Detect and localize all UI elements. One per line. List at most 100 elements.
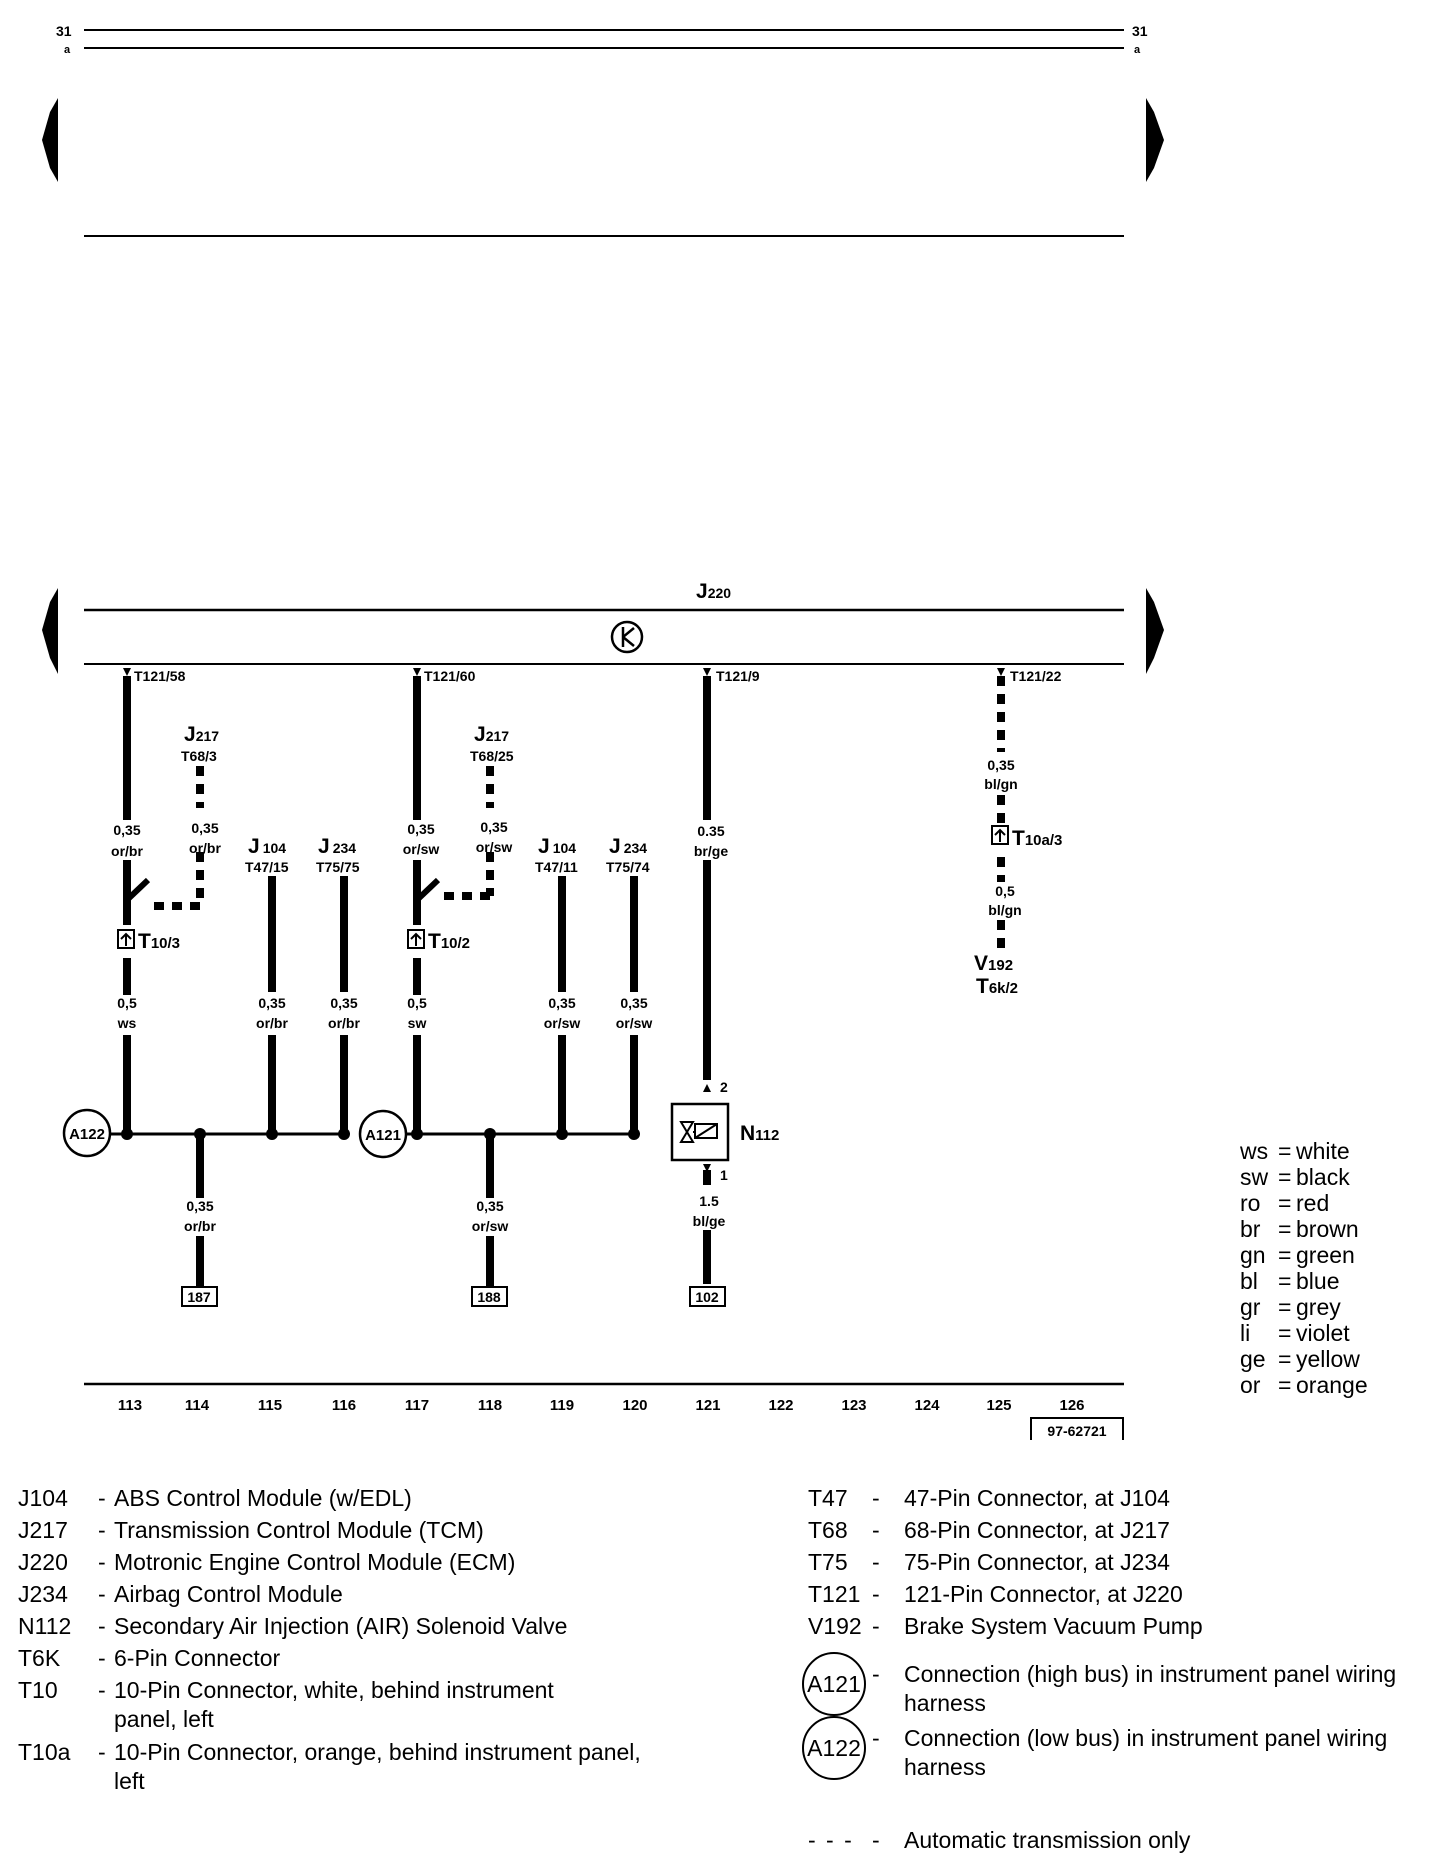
wire-color: or/br xyxy=(189,840,221,856)
v192-label: V192 xyxy=(974,952,1013,975)
axis-tick: 117 xyxy=(405,1397,429,1414)
top-bus: 31 a 31 a xyxy=(56,23,1148,237)
t10-2-label: T10/2 xyxy=(428,930,470,953)
wire-color: ws xyxy=(117,1015,137,1031)
wire-color: bl/gn xyxy=(988,902,1021,918)
n112-pin-bottom: 1 xyxy=(720,1167,728,1183)
wire-color: or/br xyxy=(111,843,143,859)
axis-tick: 123 xyxy=(841,1397,866,1414)
splice-a121: A121 xyxy=(358,1109,417,1159)
wire-color: or/br xyxy=(328,1015,360,1031)
axis-tick: 115 xyxy=(258,1397,282,1414)
next-page-arrow-bottom[interactable] xyxy=(1146,588,1164,674)
wire-size: 0,35 xyxy=(113,822,140,838)
t6k2-label: T6k/2 xyxy=(976,975,1018,998)
pin-label: T121/22 xyxy=(1010,668,1062,684)
pin-label: T121/60 xyxy=(424,668,476,684)
wire-size: 0,35 xyxy=(987,757,1014,773)
prev-page-arrow-top[interactable] xyxy=(42,98,58,182)
j217-label: J217 xyxy=(474,723,509,746)
bus-label-a-left: a xyxy=(64,44,71,56)
j217-pin: T68/25 xyxy=(470,748,514,764)
wire-color: or/sw xyxy=(544,1015,581,1031)
a122-circle-icon: A122 xyxy=(802,1716,866,1780)
wire-size: 0.35 xyxy=(697,823,724,839)
wire-color: bl/ge xyxy=(693,1213,726,1229)
solid-wires xyxy=(123,676,711,1286)
dashed-line-legend: - - - - Automatic transmission only xyxy=(808,1827,1191,1853)
ecm-transistor-icon xyxy=(610,620,644,654)
axis-tick: 118 xyxy=(478,1397,502,1414)
axis-tick: 119 xyxy=(550,1397,574,1414)
axis-tick: 114 xyxy=(185,1397,210,1414)
wire-color: br/ge xyxy=(694,843,728,859)
j217-pin: T68/3 xyxy=(181,748,217,764)
wire-color: or/br xyxy=(184,1218,216,1234)
ref-102: 102 xyxy=(695,1289,719,1305)
n112-label: N112 xyxy=(740,1122,779,1145)
next-page-arrow-top[interactable] xyxy=(1146,98,1164,182)
wire-size: 0,35 xyxy=(476,1198,503,1214)
wire-size: 0,5 xyxy=(117,995,137,1011)
wire-size: 0,35 xyxy=(186,1198,213,1214)
j234-pin: T75/75 xyxy=(316,859,360,875)
wire-color: or/sw xyxy=(476,839,513,855)
wire-size: 0,35 xyxy=(480,819,507,835)
wire-size: 0,35 xyxy=(407,821,434,837)
axis-tick: 125 xyxy=(986,1397,1011,1414)
wire-size: 0,35 xyxy=(330,995,357,1011)
a121-circle-icon: A121 xyxy=(802,1652,866,1716)
wire-color: or/sw xyxy=(472,1218,509,1234)
a122-label: A122 xyxy=(69,1126,105,1143)
j234-pin: T75/74 xyxy=(606,859,650,875)
wire-color: or/sw xyxy=(403,841,440,857)
figure-id-box xyxy=(1030,1417,1124,1440)
component-legend-right: T47-47-Pin Connector, at J104 T68-68-Pin… xyxy=(808,1485,1203,1639)
dashed-wires xyxy=(150,676,1005,950)
t10a-3-label: T10a/3 xyxy=(1012,827,1062,850)
bus-label-31-right: 31 xyxy=(1132,23,1148,39)
axis-tick: 113 xyxy=(118,1397,142,1414)
connector-t10a-3: T10a/3 xyxy=(991,825,1062,850)
reference-boxes: 187 188 102 xyxy=(181,1286,726,1307)
wire-size: 0,5 xyxy=(407,995,427,1011)
wire-color: or/br xyxy=(256,1015,288,1031)
ecm-label: J220 xyxy=(696,580,731,603)
splice-legend: A121 - Connection (high bus) in instrume… xyxy=(802,1652,1452,1788)
pin-label: T121/9 xyxy=(716,668,760,684)
axis-tick: 126 xyxy=(1059,1397,1084,1414)
solenoid-valve-n112: 2 1 N112 xyxy=(670,1079,779,1183)
connector-t10-2: T10/2 xyxy=(407,929,470,953)
axis-tick: 121 xyxy=(695,1397,720,1414)
j104-pin: T47/15 xyxy=(245,859,289,875)
bus-label-a-right: a xyxy=(1134,44,1141,56)
axis-tick: 122 xyxy=(768,1397,793,1414)
axis-tick: 116 xyxy=(332,1397,356,1414)
axis-tick: 124 xyxy=(914,1397,940,1414)
wiring-diagram: 31 a 31 a J220 T121/58 T121/60 T121/9 T1… xyxy=(42,23,1164,1440)
ecm-j220-box: J220 xyxy=(84,580,1124,665)
axis-labels: 113 114 115 116 117 118 119 120 121 122 … xyxy=(118,1397,1085,1414)
prev-page-arrow-bottom[interactable] xyxy=(42,588,58,674)
wire-size: 0,35 xyxy=(258,995,285,1011)
wire-size: 0,35 xyxy=(548,995,575,1011)
dashed-line-icon: - - - xyxy=(808,1827,854,1853)
ref-188: 188 xyxy=(477,1289,501,1305)
bus-label-31-left: 31 xyxy=(56,23,72,39)
ref-187: 187 xyxy=(187,1289,211,1305)
pin-label: T121/58 xyxy=(134,668,186,684)
splice-a122: A122 xyxy=(62,1108,127,1158)
wire-color: sw xyxy=(408,1015,427,1031)
j217-label: J217 xyxy=(184,723,219,746)
wire-color-legend: ws=white sw=black ro=red br=brown gn=gre… xyxy=(1240,1138,1368,1398)
a121-label: A121 xyxy=(365,1127,401,1144)
axis-tick: 120 xyxy=(622,1397,647,1414)
n112-pin-top: 2 xyxy=(720,1079,728,1095)
wire-color: or/sw xyxy=(616,1015,653,1031)
component-legend-left: J104-ABS Control Module (w/EDL) J217-Tra… xyxy=(18,1485,641,1794)
